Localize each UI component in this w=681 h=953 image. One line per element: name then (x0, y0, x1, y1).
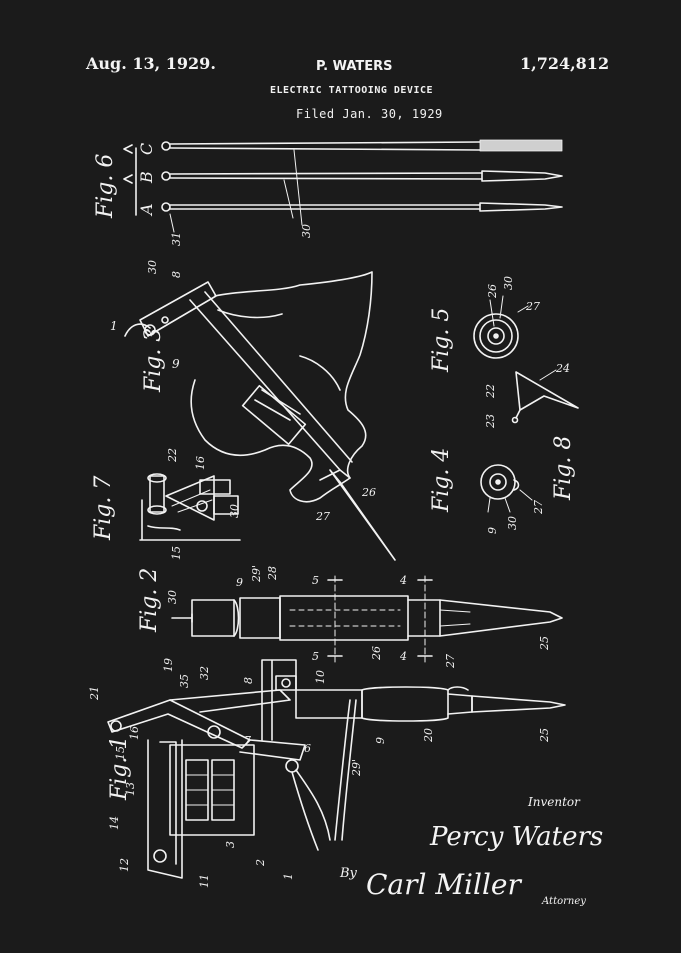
ref-30d: 30 (506, 516, 519, 530)
ref-16a: 16 (194, 456, 207, 470)
ref-26c: 26 (370, 646, 383, 661)
fig4-label: Fig. 4 (429, 448, 454, 513)
fig2-label: Fig. 2 (137, 568, 162, 633)
ref-1: 1 (110, 319, 118, 333)
ref-2: 2 (254, 859, 267, 867)
ref-31a: 31 (170, 232, 183, 246)
ref-30a: 30 (300, 224, 313, 238)
ref-28: 28 (266, 566, 279, 581)
inventor-name-header: P. WATERS (316, 59, 393, 74)
ref-26b: 26 (486, 284, 499, 299)
ref-24: 24 (555, 362, 570, 375)
ref-15b: 15 (114, 746, 127, 760)
fig3-label: Fig. 3 (141, 328, 166, 393)
ref-9d: 9 (374, 737, 387, 744)
fig2-device: Fig. 2 (137, 568, 563, 663)
ref-13: 13 (124, 782, 137, 796)
ref-22a: 22 (484, 384, 497, 399)
ref-27a: 27 (315, 510, 330, 523)
fig8-arrowhead: Fig. 8 (511, 369, 579, 501)
ref-26a: 26 (361, 486, 376, 499)
ref-32: 32 (198, 666, 211, 680)
fig7-label: Fig. 7 (91, 476, 116, 541)
ref-14: 14 (108, 816, 121, 830)
filed-date: Filed Jan. 30, 1929 (296, 107, 443, 121)
attorney-signature: Carl Miller (366, 868, 521, 901)
inventor-signature: Percy Waters (430, 822, 604, 852)
fig6-label: Fig. 6 (93, 154, 118, 219)
ref-4b: 4 (399, 650, 407, 663)
ref-9a: 9 (172, 357, 180, 371)
ref-8b: 8 (242, 677, 255, 684)
ref-29a: 29' (250, 565, 263, 583)
needle-letter-b: B (137, 171, 156, 184)
ref-21: 21 (88, 686, 101, 701)
ref-22b: 22 (166, 448, 179, 463)
ref-10: 10 (314, 670, 327, 684)
ref-27d: 27 (444, 654, 457, 669)
ref-15a: 15 (170, 546, 183, 560)
fig5-section: Fig. 5 (429, 295, 529, 373)
ref-19: 19 (162, 658, 175, 672)
ref-3: 3 (224, 841, 237, 848)
patent-number: 1,724,812 (520, 54, 610, 73)
ref-5b: 5 (312, 650, 319, 663)
fig1-machine: Fig. 1 (107, 659, 566, 879)
ref-25a: 25 (538, 636, 551, 651)
ref-27b: 27 (525, 300, 540, 313)
fig4-section: Fig. 4 (429, 448, 533, 513)
ref-9b: 9 (486, 527, 499, 534)
fig6-needles: Fig. 6 C B A (93, 139, 563, 233)
needle-letter-a: A (137, 203, 156, 217)
by-label: By (340, 866, 357, 881)
fig8-label: Fig. 8 (551, 436, 576, 501)
ref-30e: 30 (228, 504, 241, 518)
ref-5a: 5 (312, 574, 319, 587)
fig1-label: Fig. 1 (107, 736, 132, 801)
ref-6: 6 (304, 742, 311, 755)
ref-30c: 30 (502, 276, 515, 290)
patent-title: ELECTRIC TATTOOING DEVICE (270, 85, 434, 96)
ref-23: 23 (484, 414, 497, 429)
ref-12: 12 (118, 858, 131, 872)
ref-35: 35 (178, 674, 191, 688)
ref-11: 11 (198, 874, 211, 888)
needle-letter-c: C (137, 143, 156, 155)
ref-20: 20 (422, 728, 435, 743)
ref-16b: 16 (128, 726, 141, 740)
fig5-label: Fig. 5 (429, 308, 454, 373)
attorney-label: Attorney (542, 896, 586, 907)
ref-30b: 30 (146, 260, 159, 274)
inventor-label: Inventor (528, 795, 580, 809)
ref-30f: 30 (166, 590, 179, 604)
ref-29b: 29' (350, 759, 363, 777)
patent-date: Aug. 13, 1929. (86, 54, 216, 73)
ref-27c: 27 (532, 500, 545, 515)
ref-8: 8 (170, 271, 183, 278)
ref-1b: 1 (282, 873, 295, 880)
ref-4a: 4 (399, 574, 407, 587)
ref-9c: 9 (236, 576, 243, 589)
ref-7: 7 (244, 734, 251, 747)
fig3-hand-device: Fig. 3 (124, 271, 396, 561)
ref-25b: 25 (538, 728, 551, 743)
fig7-mechanism: Fig. 7 (91, 473, 241, 541)
